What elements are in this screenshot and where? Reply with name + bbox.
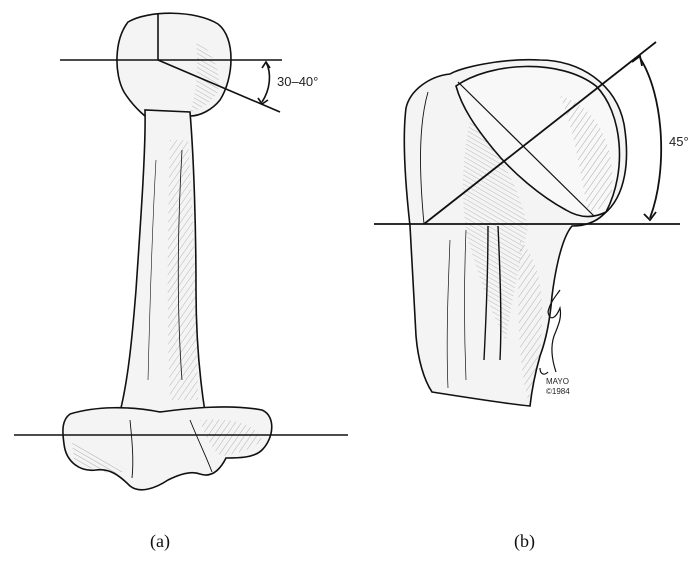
proximal-humerus-view [404, 60, 626, 406]
panel-b: 45° MAYO ©1984 [374, 42, 689, 406]
panel-a: 30–40° [14, 13, 348, 490]
angle-arc-b [640, 58, 661, 218]
mayo-credit-line1: MAYO [546, 377, 569, 386]
caption-a: (a) [150, 531, 170, 552]
mayo-credit-line2: ©1984 [546, 387, 570, 396]
caption-b: (b) [514, 531, 535, 552]
angle-label-b: 45° [669, 134, 689, 149]
angle-arc-a [262, 62, 269, 102]
angle-label-a: 30–40° [277, 74, 318, 89]
humerus-anterior-view [63, 13, 272, 490]
